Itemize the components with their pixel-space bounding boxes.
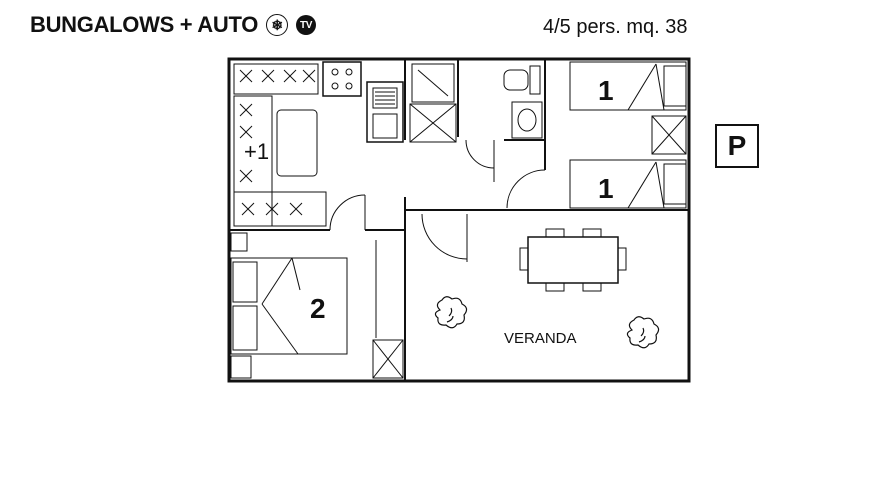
bed-label-double: 2 xyxy=(310,293,326,324)
living-table xyxy=(276,109,318,177)
extra-bed-label: +1 xyxy=(244,139,269,164)
stove xyxy=(322,61,362,97)
twin-beds xyxy=(569,61,687,209)
sofa-bed xyxy=(233,95,327,227)
shower xyxy=(409,63,457,143)
nightstand xyxy=(230,355,252,379)
tv-icon: TV xyxy=(296,15,317,35)
bed-label-bottom: 1 xyxy=(598,173,614,204)
bed-label-top: 1 xyxy=(598,75,614,106)
capacity-text: 4/5 pers. mq. 38 xyxy=(543,16,688,38)
veranda-label: VERANDA xyxy=(504,330,577,347)
kitchen-counter xyxy=(233,63,319,95)
door-swings xyxy=(329,139,546,262)
double-bed xyxy=(230,240,377,355)
corner-closet xyxy=(230,232,248,252)
page-title: BUNGALOWS + AUTO ❄ TV xyxy=(30,12,317,38)
snowflake-icon: ❄ xyxy=(266,14,289,36)
parking-label: P xyxy=(727,130,747,161)
interior-walls xyxy=(229,59,689,381)
toilet xyxy=(503,65,541,95)
title-text: BUNGALOWS + AUTO xyxy=(30,12,259,37)
plant-icon-left xyxy=(434,296,468,329)
parking-sign: P xyxy=(715,124,759,168)
washbasin xyxy=(511,101,543,139)
plant-icon-right xyxy=(626,316,660,349)
kitchen-sink xyxy=(366,81,404,143)
wardrobe xyxy=(372,339,404,379)
veranda-table xyxy=(519,228,627,292)
